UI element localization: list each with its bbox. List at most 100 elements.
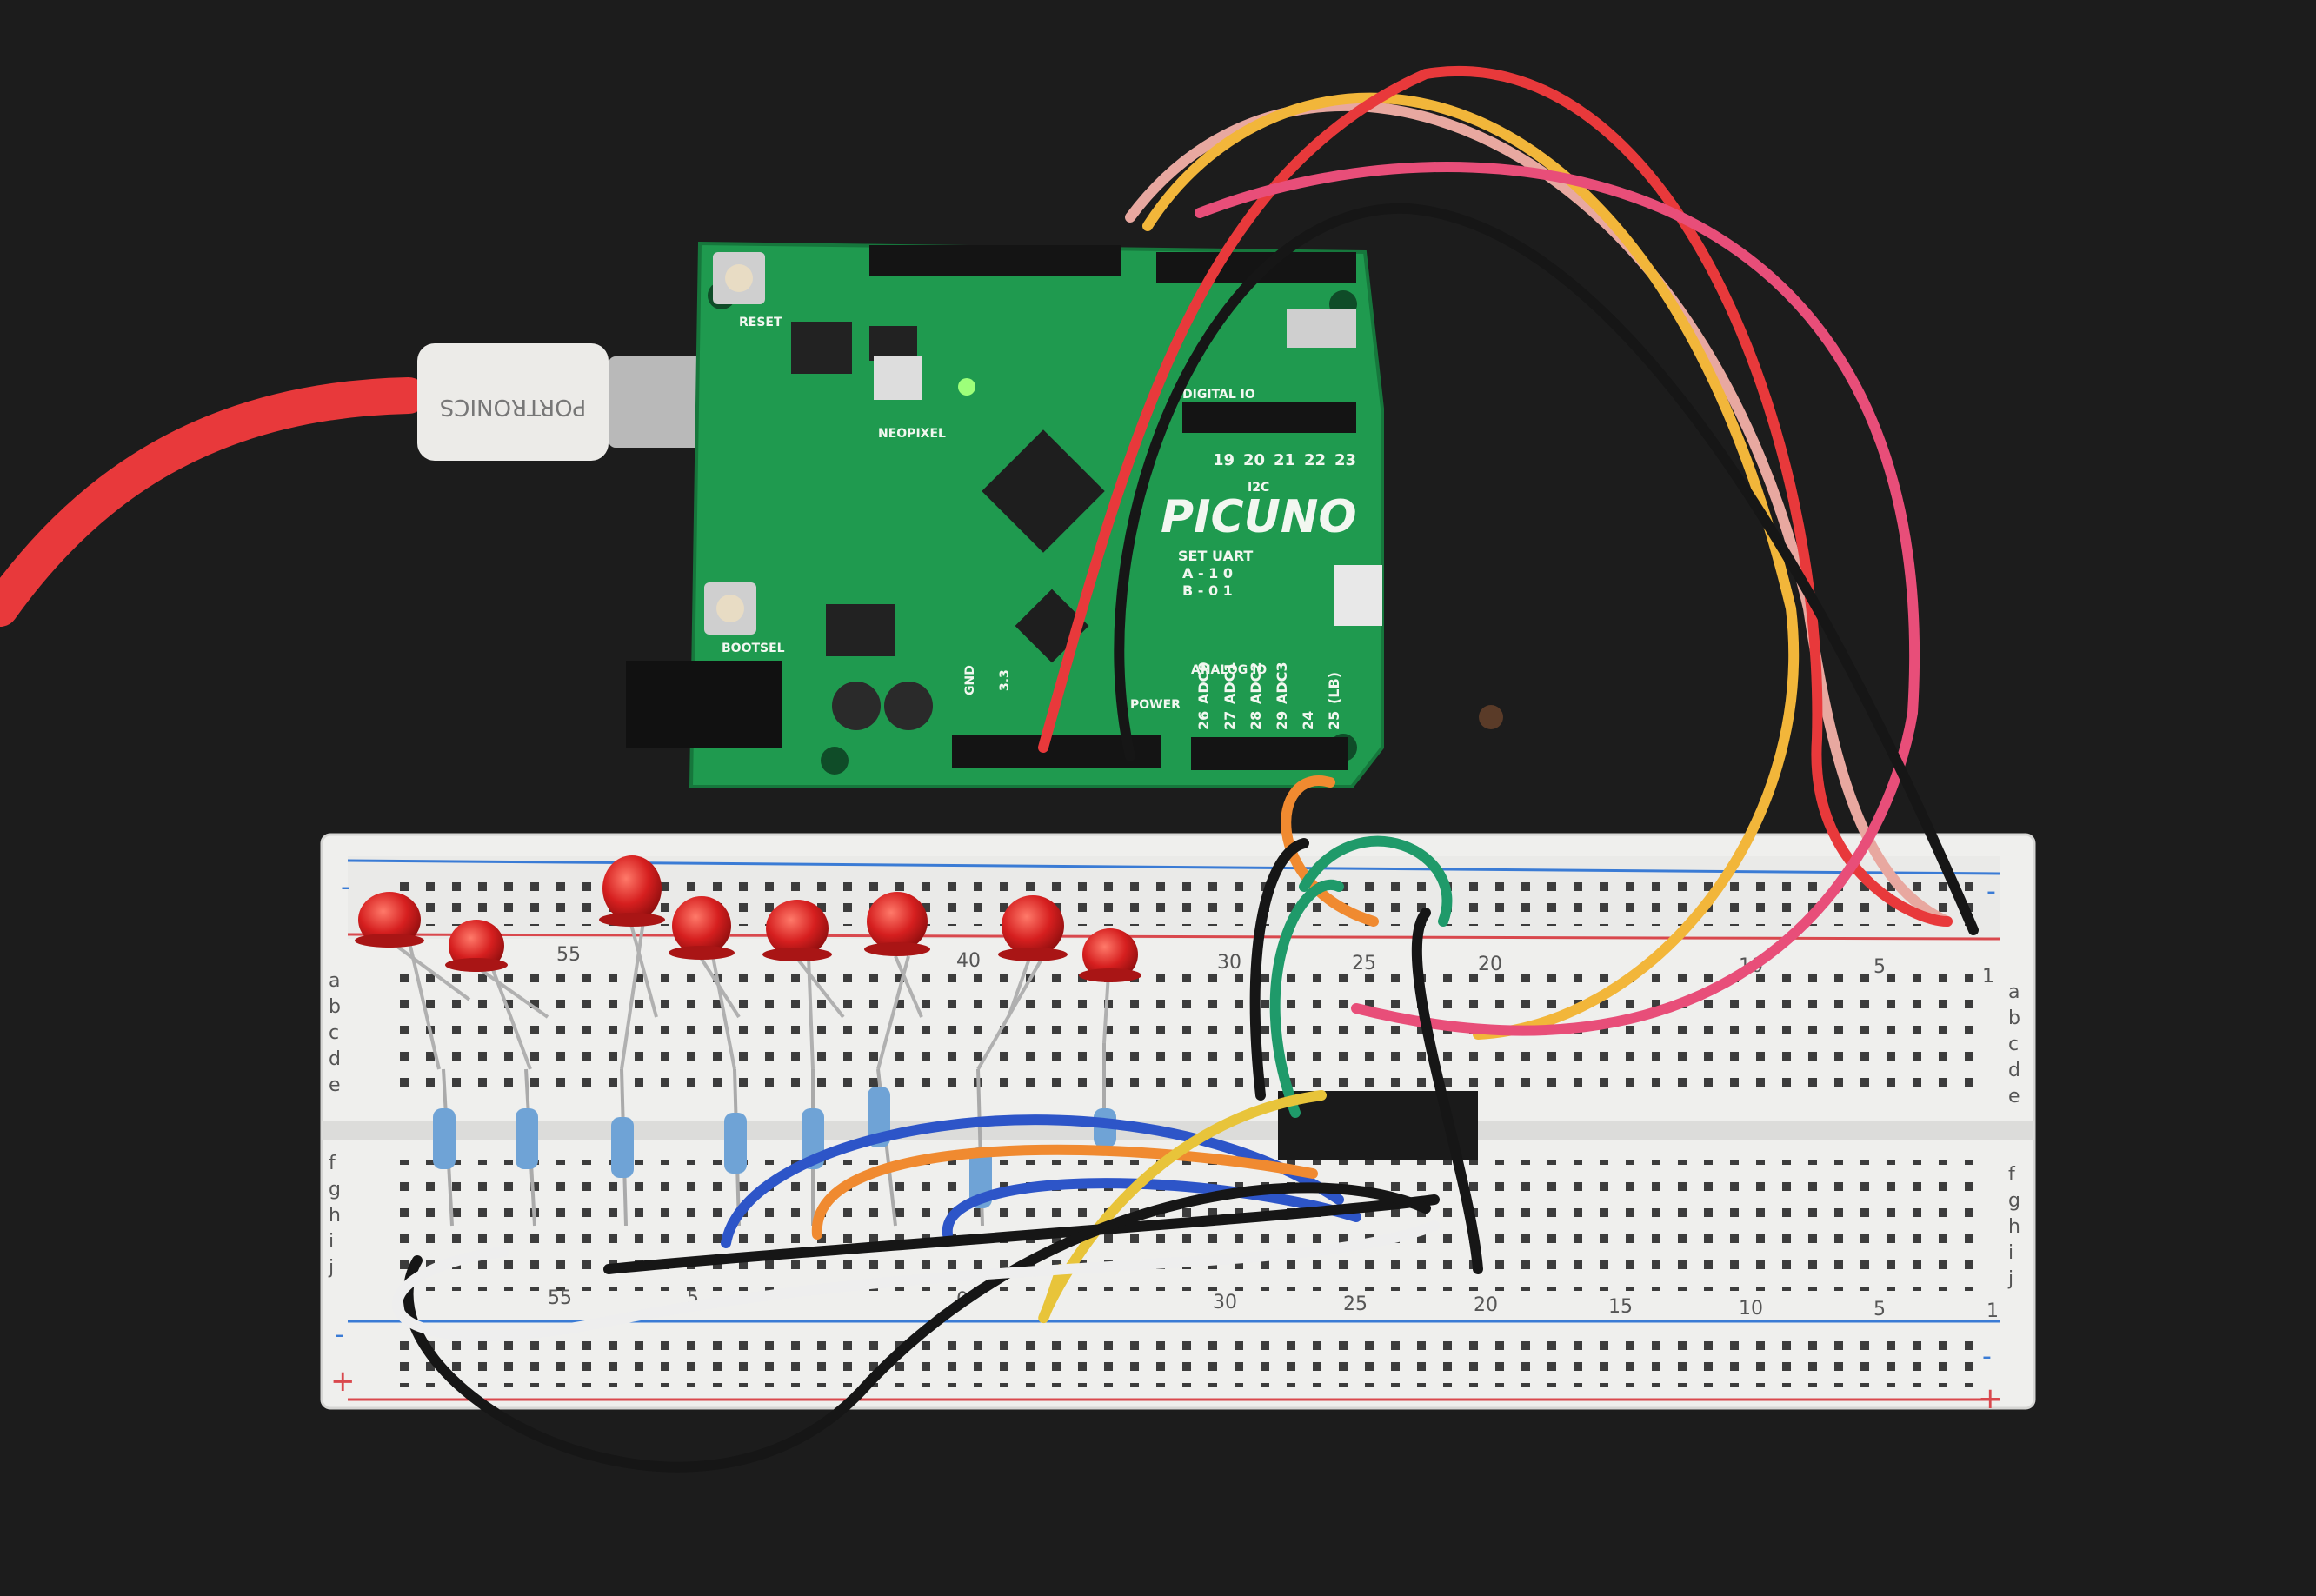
bootsel-label: BOOTSEL [722, 642, 785, 655]
i2c-header [1182, 402, 1356, 433]
power-label: POWER [1130, 698, 1181, 712]
analog-pin-number: 28 [1248, 711, 1264, 730]
board-name: PICUNO [1161, 491, 1357, 543]
row-letter: f [2008, 1164, 2016, 1186]
slide-switch [1287, 309, 1356, 348]
resistor [433, 1068, 456, 1227]
usb-cable: PORTRONICS [0, 343, 722, 627]
power-led [958, 378, 975, 396]
wire-black [1411, 908, 1483, 1274]
column-number: 25 [1352, 953, 1376, 974]
row-letter: j [328, 1257, 334, 1279]
breadboard: - - - - + + 55 40 30 25 20 10 5 1 55 5 [320, 833, 2036, 1416]
analog-pin-label: (LB) [1326, 672, 1342, 704]
uart-b-label: B - 0 1 [1182, 582, 1233, 599]
analog-pin-number: 27 [1221, 711, 1238, 730]
column-number: 40 [956, 950, 981, 972]
row-letter: h [2008, 1216, 2020, 1238]
column-number: 15 [1608, 1296, 1633, 1318]
column-number: 1 [1987, 1300, 1999, 1322]
row-letter: g [2008, 1190, 2020, 1212]
red-led [599, 855, 665, 927]
row-letters-right: a b c d e f g h i j [2007, 981, 2020, 1290]
pin-number: 19 [1213, 451, 1235, 469]
row-letter: c [2008, 1034, 2019, 1055]
wire-blue [942, 1178, 1361, 1240]
analog-pin-labels: 26 ADC0 27 ADC1 28 ADC2 29 ADC3 24 25 (L… [1195, 662, 1342, 730]
row-letter: g [329, 1179, 341, 1200]
column-number: 30 [1213, 1292, 1237, 1313]
microcontroller-chip [982, 429, 1105, 553]
pin-number: 20 [1243, 451, 1265, 469]
digital-header-left [869, 245, 1121, 276]
wire-black [1249, 838, 1309, 1101]
wire-green [1269, 879, 1344, 1118]
pin-number: 21 [1274, 451, 1295, 469]
rail-minus-label: - [1982, 1341, 1992, 1372]
rail-minus-label: - [341, 872, 350, 902]
jumper-wires [392, 66, 1979, 1473]
wire-black [1114, 203, 1979, 935]
red-led [998, 895, 1068, 961]
analog-pin-label: ADC2 [1248, 662, 1264, 704]
rail-plus-label: + [330, 1364, 356, 1399]
set-uart-label: SET UART [1178, 548, 1253, 564]
cable-brand-label: PORTRONICS [440, 394, 587, 420]
row-letter: f [329, 1153, 336, 1174]
neopixel-led [874, 356, 922, 400]
row-letter: e [2008, 1086, 2020, 1107]
usb-plug-housing [417, 343, 609, 461]
red-led [864, 892, 930, 956]
wire-yellow [1038, 1090, 1327, 1324]
i2c-label: I2C [1248, 481, 1269, 495]
wire-black [603, 1194, 1440, 1274]
analog-pin-label: ADC1 [1221, 662, 1238, 704]
wire-orange [1281, 775, 1379, 927]
column-number: 30 [1217, 952, 1241, 974]
wire-yellow [1142, 92, 1800, 1040]
column-number: 10 [1739, 1298, 1763, 1320]
wire-pink [1195, 162, 1920, 1036]
row-letter: j [2007, 1268, 2013, 1290]
column-number: 25 [1343, 1293, 1368, 1315]
capacitor [884, 682, 933, 730]
resistor [611, 1068, 634, 1227]
uart-connector [1334, 565, 1382, 626]
pin-number: 23 [1334, 451, 1356, 469]
column-number: 20 [1474, 1294, 1498, 1316]
analog-header [1191, 737, 1348, 770]
led-legs [385, 921, 1110, 1070]
usb-c-connector [609, 356, 722, 448]
row-letter: b [2008, 1007, 2020, 1029]
analog-pin-number: 24 [1300, 711, 1316, 730]
analog-io-label: ANALOG IO [1191, 663, 1267, 677]
picuno-board: PICUNO RESET BOOTSEL NEOPIXEL SET UART A… [626, 241, 1384, 788]
column-number: 1 [1982, 966, 1994, 988]
reset-label: RESET [739, 316, 782, 329]
bottom-power-rail [383, 1330, 1973, 1387]
analog-pin-number: 29 [1274, 711, 1290, 730]
analog-pin-number: 25 [1326, 711, 1342, 730]
red-led [669, 896, 735, 960]
wire-red [1038, 66, 1953, 927]
red-led [1079, 928, 1141, 982]
column-number: 55 [556, 944, 581, 966]
column-number: 55 [548, 1287, 572, 1309]
resistor [516, 1068, 538, 1227]
row-letter: a [329, 970, 340, 992]
v33-label: 3.3 [998, 669, 1012, 691]
rail-minus-label: - [335, 1320, 344, 1350]
column-number: 5 [1873, 1299, 1886, 1320]
wire-green [1299, 835, 1453, 927]
dc-power-jack [626, 661, 782, 748]
uart-a-label: A - 1 0 [1182, 565, 1233, 582]
row-letter: i [329, 1231, 334, 1253]
rail-plus-label: + [1978, 1381, 2003, 1416]
capacitor [832, 682, 881, 730]
row-letter: c [329, 1022, 339, 1044]
small-screw [1479, 705, 1503, 729]
digital-io-label: DIGITAL IO [1182, 388, 1255, 402]
voltage-regulator [791, 322, 852, 374]
neopixel-label: NEOPIXEL [878, 427, 946, 441]
column-number: 5 [1873, 956, 1886, 978]
